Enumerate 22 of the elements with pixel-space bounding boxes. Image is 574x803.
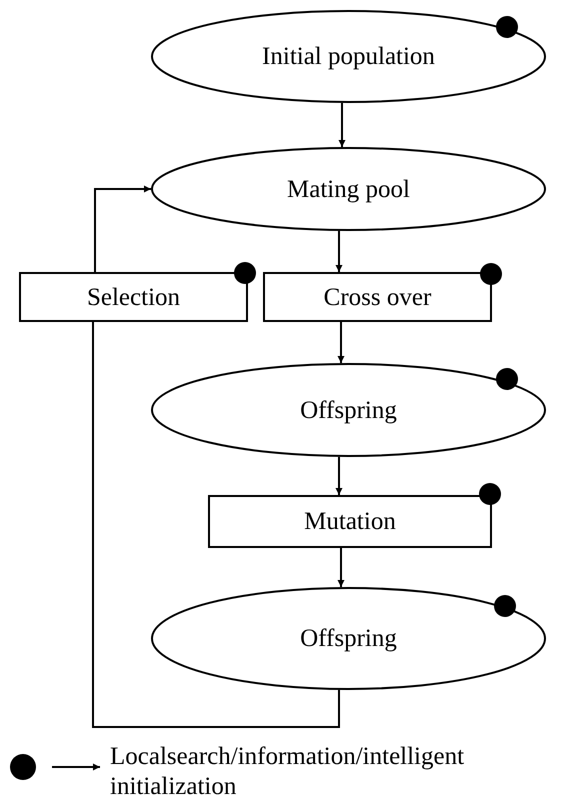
connector-line [92, 322, 340, 728]
legend-text: Localsearch/information/intelligent initialization [110, 742, 466, 802]
node-label: Mating pool [287, 176, 410, 202]
arrow [338, 548, 344, 588]
node-label: Mutation [304, 509, 396, 534]
process-ellipse [151, 587, 546, 690]
arrow [338, 102, 346, 148]
process-box [19, 272, 248, 322]
arrow [336, 456, 342, 495]
arrow [94, 186, 151, 272]
process-box [208, 495, 492, 548]
arrow [336, 230, 342, 272]
node-label: Selection [86, 284, 180, 310]
node-label: Offspring [300, 626, 397, 651]
process-ellipse [151, 147, 546, 231]
node-label: Initial population [262, 44, 435, 69]
node-label: Offspring [300, 398, 397, 422]
node-label: Cross over [324, 284, 432, 310]
process-box [263, 272, 492, 322]
arrow [338, 322, 344, 364]
process-ellipse [151, 363, 546, 457]
process-ellipse [151, 10, 546, 103]
